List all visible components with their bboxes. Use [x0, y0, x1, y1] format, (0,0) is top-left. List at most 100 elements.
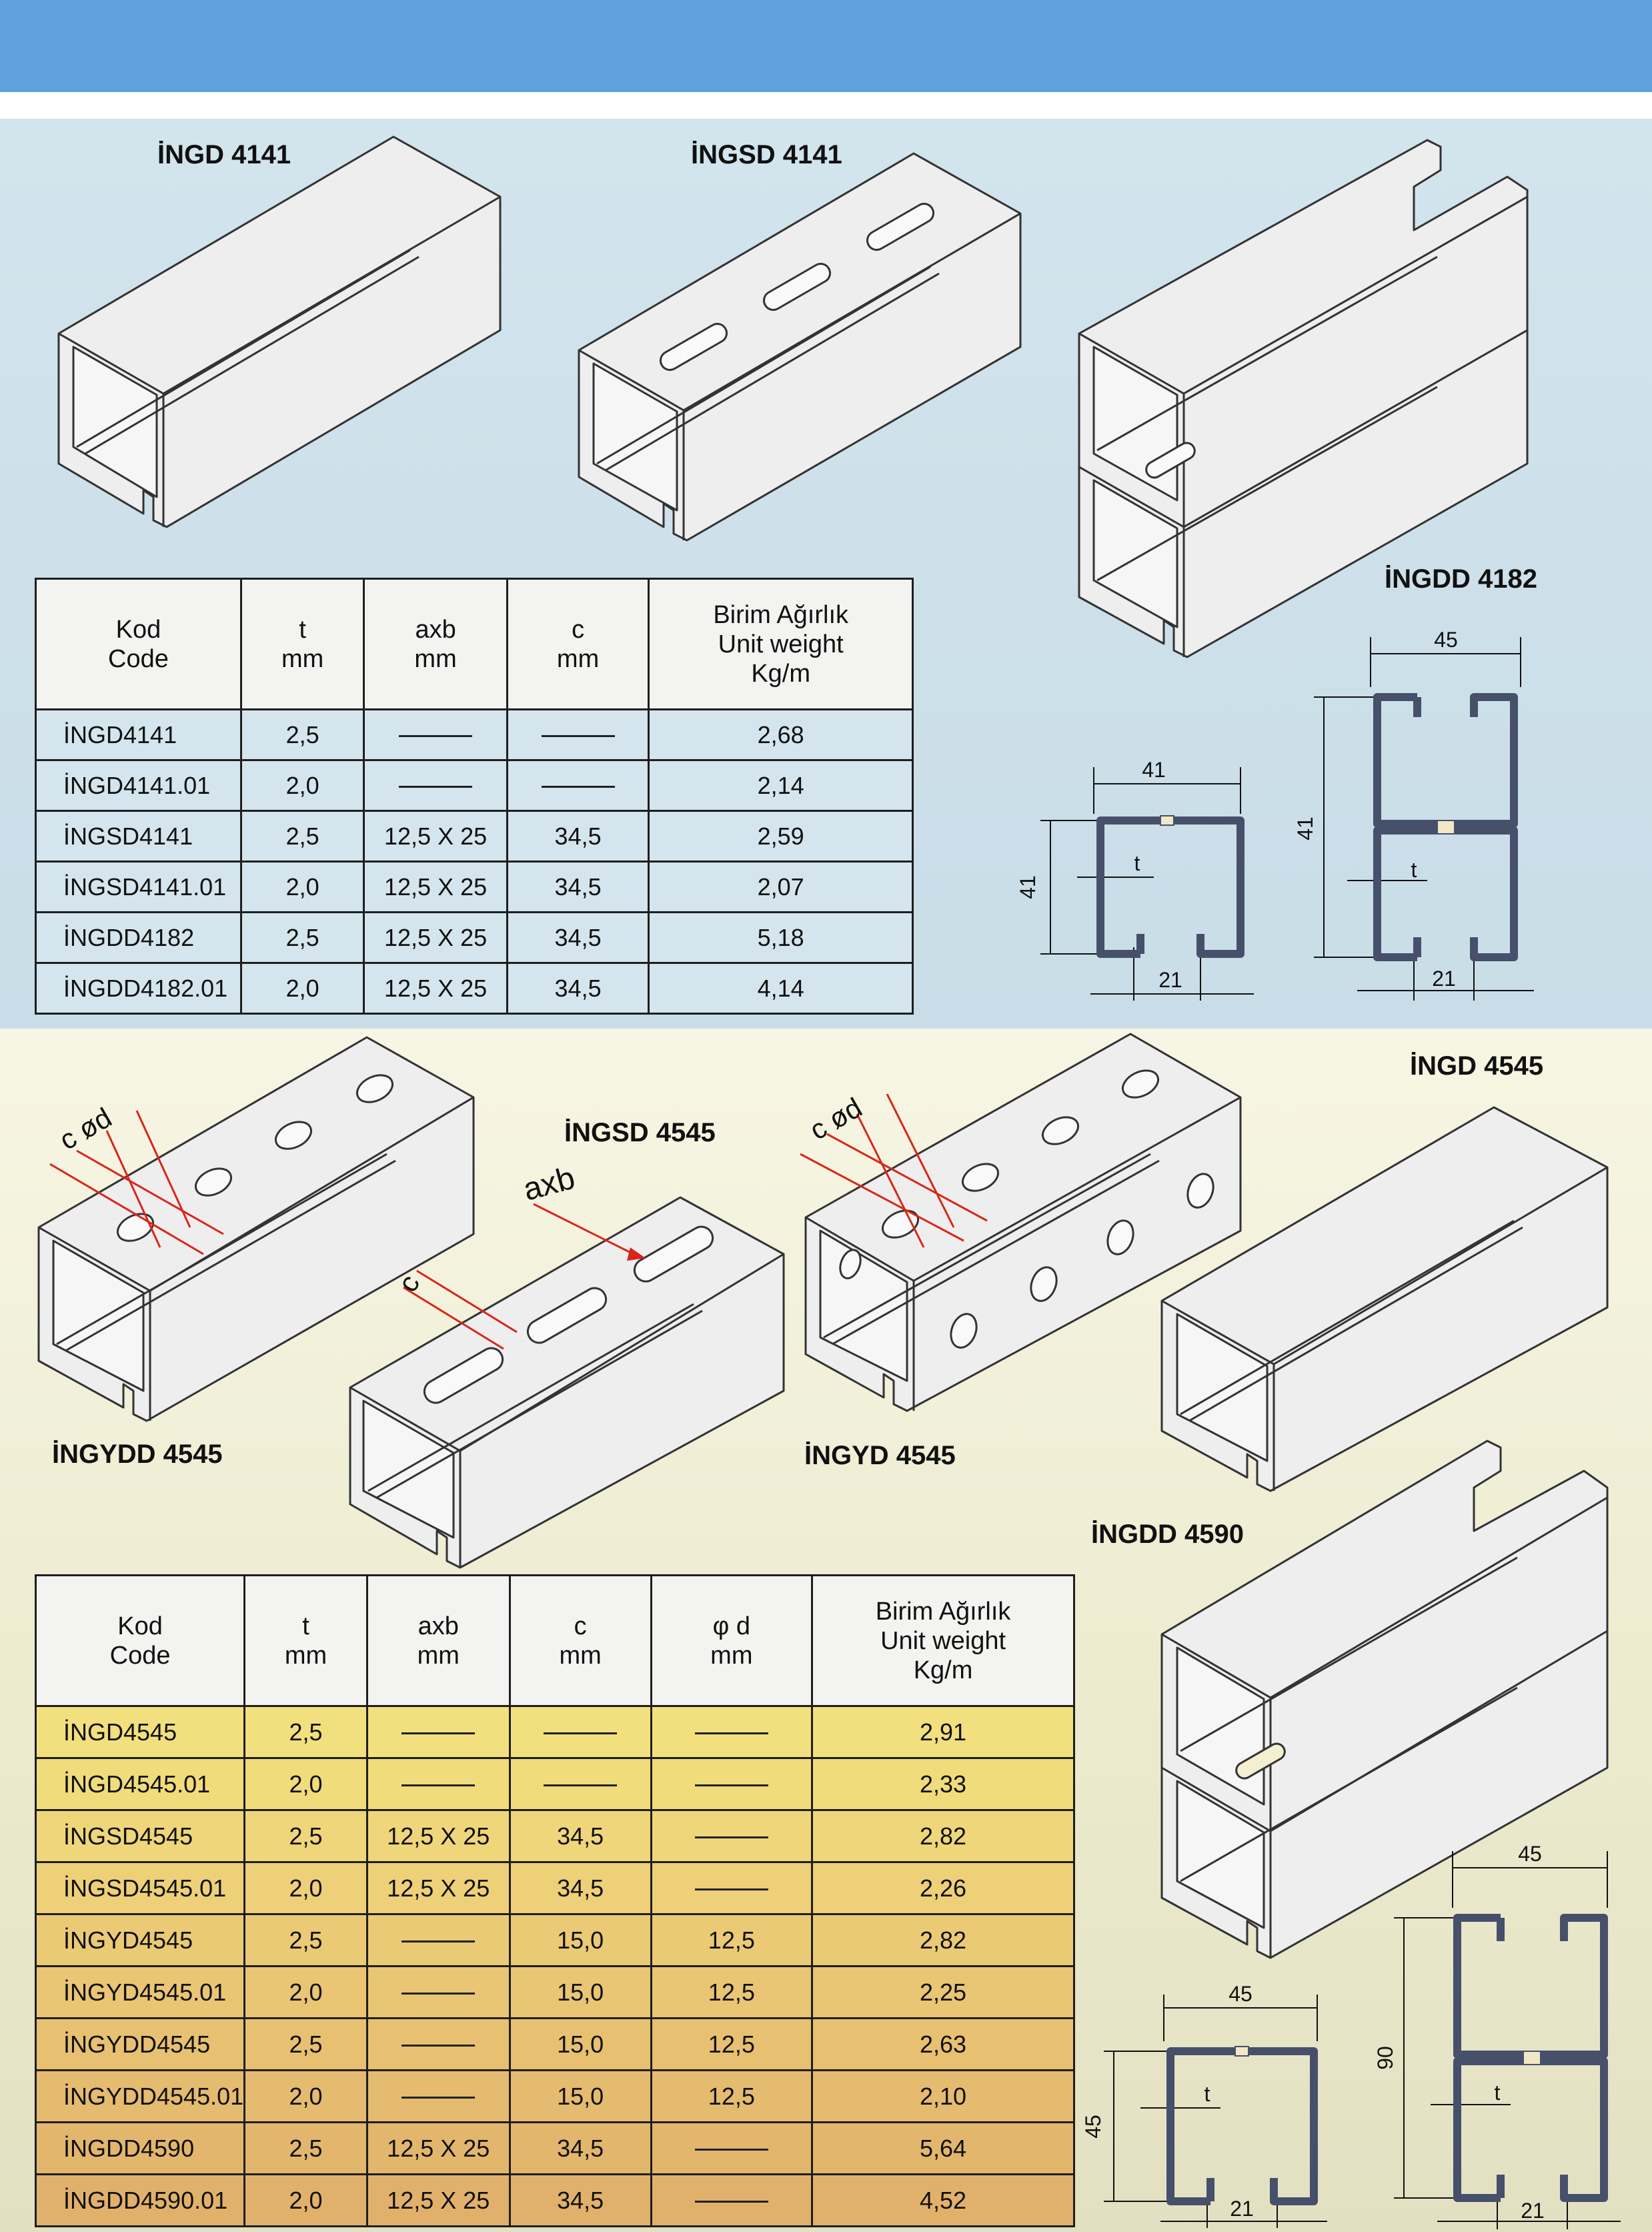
cell-code: İNGSD4545.01	[34, 1861, 246, 1915]
cell-c: 34,5	[508, 2173, 652, 2227]
dash-mark	[541, 786, 615, 788]
profile-ingdd-4590-drawing	[1160, 1440, 1609, 1959]
dim-width-label: 45	[1518, 1842, 1542, 1866]
cell-axb-empty	[365, 2017, 511, 2071]
cell-d-empty	[650, 1861, 814, 1915]
profile-ingsd-4141-drawing	[578, 152, 1022, 542]
cell-c: 34,5	[506, 810, 650, 863]
cell-t: 2,0	[239, 861, 365, 913]
cell-t: 2,5	[243, 1705, 368, 1759]
cell-d: 12,5	[650, 2069, 814, 2123]
cell-d-empty	[650, 1757, 814, 1811]
cell-weight: 2,14	[648, 759, 914, 812]
cell-code: İNGD4545.01	[34, 1757, 246, 1811]
cell-weight: 5,64	[811, 2121, 1075, 2175]
cell-c: 34,5	[508, 1861, 652, 1915]
cell-t: 2,5	[239, 810, 365, 863]
cell-axb: 12,5 X 25	[365, 1809, 511, 1863]
cell-t: 2,5	[243, 1809, 368, 1863]
cell-weight: 4,52	[811, 2173, 1075, 2227]
cell-t: 2,0	[243, 1757, 368, 1811]
cell-c-empty	[506, 759, 650, 812]
dim-height-label: 45	[1081, 2115, 1105, 2139]
cell-code: İNGSD4141	[35, 810, 242, 863]
cell-t: 2,0	[239, 962, 365, 1015]
cell-c: 15,0	[508, 2017, 652, 2071]
dash-mark	[401, 2045, 476, 2047]
cell-axb-empty	[365, 2069, 511, 2123]
cell-t: 2,0	[243, 1965, 368, 2019]
cell-code: İNGD4141	[35, 708, 242, 761]
cell-c: 15,0	[508, 1965, 652, 2019]
dash-mark	[694, 1836, 768, 1839]
cell-t: 2,5	[243, 1913, 368, 1967]
dash-mark	[694, 1732, 768, 1735]
dim-opening-label: 21	[1230, 2197, 1254, 2221]
dimension-drawing-41x41: 41 41 t 21	[1016, 758, 1254, 1001]
cell-axb-empty	[365, 1705, 511, 1759]
profile-ingydd-4545-drawing: c ød	[37, 1036, 475, 1422]
cell-axb: 12,5 X 25	[363, 962, 508, 1015]
dim-height-label: 41	[1293, 816, 1317, 841]
dim-height-label: 41	[1016, 875, 1040, 899]
cell-code: İNGYD4545.01	[34, 1965, 246, 2019]
cell-code: İNGYDD4545.01	[34, 2069, 246, 2123]
dim-thickness-label: t	[1495, 2081, 1501, 2105]
cell-d-empty	[650, 1705, 814, 1759]
dimension-drawing-45x90: 45 90 t 21	[1373, 1842, 1621, 2229]
cell-code: İNGYD4545	[34, 1913, 246, 1967]
profile-ingsd-4545-drawing: axb c	[349, 1160, 785, 1569]
cell-axb: 12,5 X 25	[365, 2121, 511, 2175]
cell-code: İNGD4141.01	[35, 759, 242, 812]
dash-mark	[541, 735, 615, 738]
cell-weight: 2,59	[648, 810, 914, 863]
cell-t: 2,0	[243, 2069, 368, 2123]
profile-ingyd-4545-drawing: c ød	[800, 1033, 1242, 1412]
cell-code: İNGYDD4545	[34, 2017, 246, 2071]
dim-opening-label: 21	[1432, 967, 1456, 991]
dash-mark	[544, 1732, 618, 1735]
cell-axb: 12,5 X 25	[365, 1861, 511, 1915]
dash-mark	[544, 1784, 618, 1787]
dash-mark	[694, 1784, 768, 1787]
label-ingd-4141: İNGD 4141	[157, 140, 291, 169]
cell-t: 2,5	[239, 911, 365, 964]
cell-axb-empty	[365, 1965, 511, 2019]
cell-code: İNGDD4590	[34, 2121, 246, 2175]
cell-t: 2,5	[239, 708, 365, 761]
dash-mark	[399, 735, 473, 738]
dash-mark	[401, 1940, 476, 1943]
cell-d: 12,5	[650, 2017, 814, 2071]
dimension-drawing-45x82: 45 41 t 21	[1293, 628, 1534, 1001]
cell-t: 2,5	[243, 2121, 368, 2175]
dash-mark	[694, 2149, 768, 2151]
cell-axb-empty	[363, 708, 508, 761]
cell-weight: 2,10	[811, 2069, 1075, 2123]
cell-axb-empty	[365, 1913, 511, 1967]
profile-ingd-4141-drawing	[57, 135, 502, 528]
dash-mark	[401, 2097, 476, 2099]
cell-c-empty	[508, 1705, 652, 1759]
cell-axb-empty	[365, 1757, 511, 1811]
label-ingdd-4590: İNGDD 4590	[1091, 1520, 1244, 1549]
cell-t: 2,0	[243, 1861, 368, 1915]
dash-mark	[694, 2201, 768, 2203]
label-ingyd-4545: İNGYD 4545	[804, 1441, 956, 1470]
cell-weight: 2,91	[811, 1705, 1075, 1759]
